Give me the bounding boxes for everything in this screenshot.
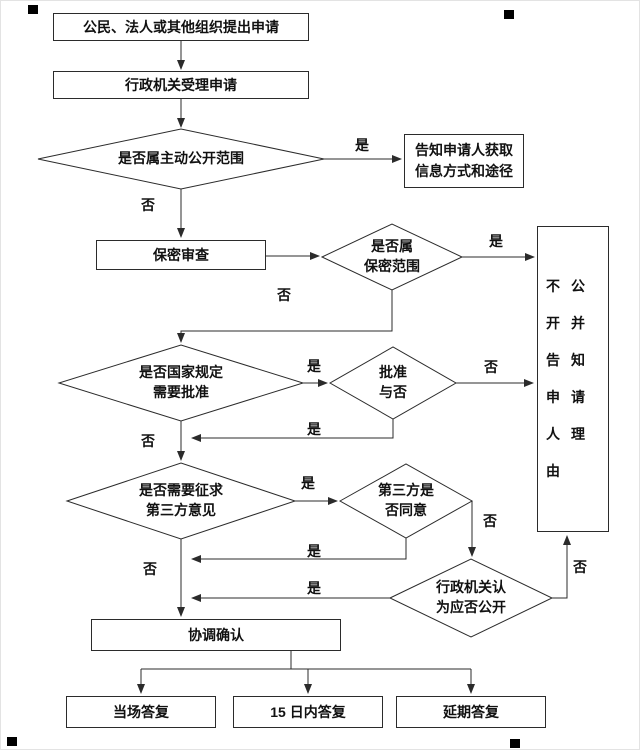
edge-label-yes-third-party: 是 [301,475,315,491]
edge-label-no-decide: 否 [573,559,587,575]
connector-secret-approvalneeded [177,290,393,343]
edge-label-no-third-agree: 否 [483,513,497,529]
diamond-secret-shape [320,223,464,291]
node-15days: 15 日内答复 [233,696,383,728]
connector-thirdagree-yes-merge [191,538,407,563]
node-onspot: 当场答复 [66,696,216,728]
edge-label-yes-third-agree: 是 [307,543,321,559]
node-not-disclose-text: 不公开并告知申请人理由 [546,278,596,479]
edge-label-no-approval-needed: 否 [141,433,155,449]
edge-label-yes-approve: 是 [307,421,321,437]
edge-label-no-approve: 否 [484,359,498,375]
edge-label-yes-decide: 是 [307,580,321,596]
node-not-disclose: 不公开并告知申请人理由 [537,226,609,532]
node-apply: 公民、法人或其他组织提出申请 [53,13,309,41]
handle-mark [504,10,514,19]
node-coordinate: 协调确认 [91,619,341,651]
node-inform: 告知申请人获取 信息方式和途径 [404,134,524,188]
diamond-approval-needed-shape [57,344,305,422]
handle-mark [7,737,17,746]
edge-label-no-proactive: 否 [141,197,155,213]
edge-label-yes-proactive: 是 [355,137,369,153]
handle-mark [510,739,520,748]
edge-label-yes-approval-needed: 是 [307,358,321,374]
handle-mark [28,5,38,14]
edge-label-no-third-party: 否 [143,561,157,577]
diamond-decide-shape [388,558,554,638]
connector-decide-notdisclose [552,535,571,599]
diamond-proactive-shape [37,128,325,190]
diamond-third-agree-shape [338,463,474,539]
connector-approve-yes-merge [191,419,394,442]
node-review: 保密审查 [96,240,266,270]
node-delayed: 延期答复 [396,696,546,728]
edge-label-no-secret: 否 [277,287,291,303]
diamond-third-party-shape [65,462,297,540]
diamond-approve-shape [328,346,458,420]
node-accept: 行政机关受理申请 [53,71,309,99]
edge-label-yes-secret: 是 [489,233,503,249]
